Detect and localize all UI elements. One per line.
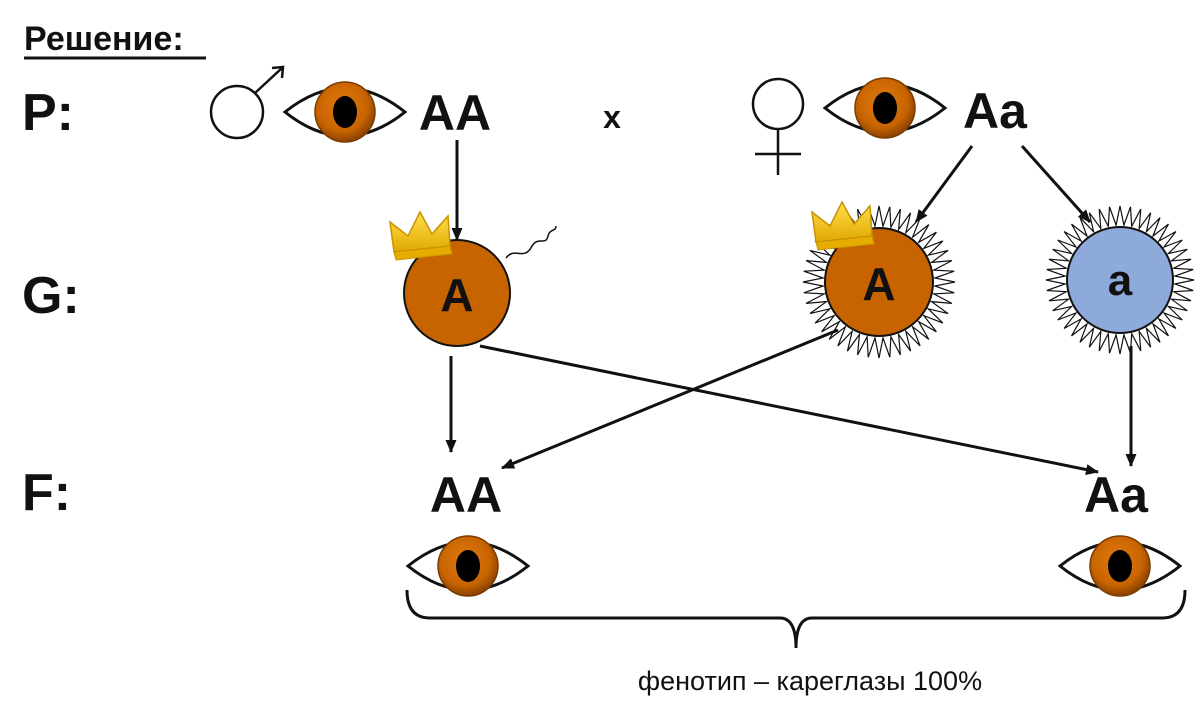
female-genotype: Aa: [963, 83, 1028, 139]
offspring-left-eye-icon: [406, 534, 530, 598]
female-parent-eye-icon: [823, 76, 947, 140]
female-gamete-recessive-label: a: [1108, 256, 1133, 305]
phenotype-note: фенотип – кареглазы 100%: [638, 666, 982, 696]
crown-icon: [389, 211, 453, 261]
female-gamete-dominant-label: A: [862, 258, 895, 310]
offspring-right-eye-icon: [1058, 534, 1182, 598]
male-genotype: AA: [419, 85, 491, 141]
male-symbol-icon: [209, 65, 285, 140]
female-gamete-recessive: a: [1045, 205, 1195, 355]
arrow-female-to-gamete-recessive: [1020, 144, 1092, 224]
offspring-right-genotype: Aa: [1084, 467, 1149, 523]
female-gamete-dominant: A: [802, 201, 956, 359]
sperm-tail: [505, 225, 557, 259]
row-label-p: P:: [22, 84, 74, 142]
cross-symbol: x: [603, 99, 621, 135]
female-symbol-icon: [751, 77, 805, 175]
row-label-f: F:: [22, 464, 71, 522]
offspring-left-genotype: AA: [430, 467, 502, 523]
crown-icon: [811, 201, 875, 251]
male-parent-eye-icon: [283, 80, 407, 144]
arrow-female-gamete-to-AA: [501, 328, 839, 470]
grouping-brace: [405, 589, 1187, 649]
heading: Решение:: [24, 20, 184, 58]
arrow-male-gamete-to-Aa: [479, 344, 1099, 475]
row-label-g: G:: [22, 267, 80, 325]
arrow-female-to-gamete-a: [914, 145, 974, 223]
male-gamete: A: [389, 211, 557, 347]
male-gamete-label: A: [440, 269, 473, 321]
